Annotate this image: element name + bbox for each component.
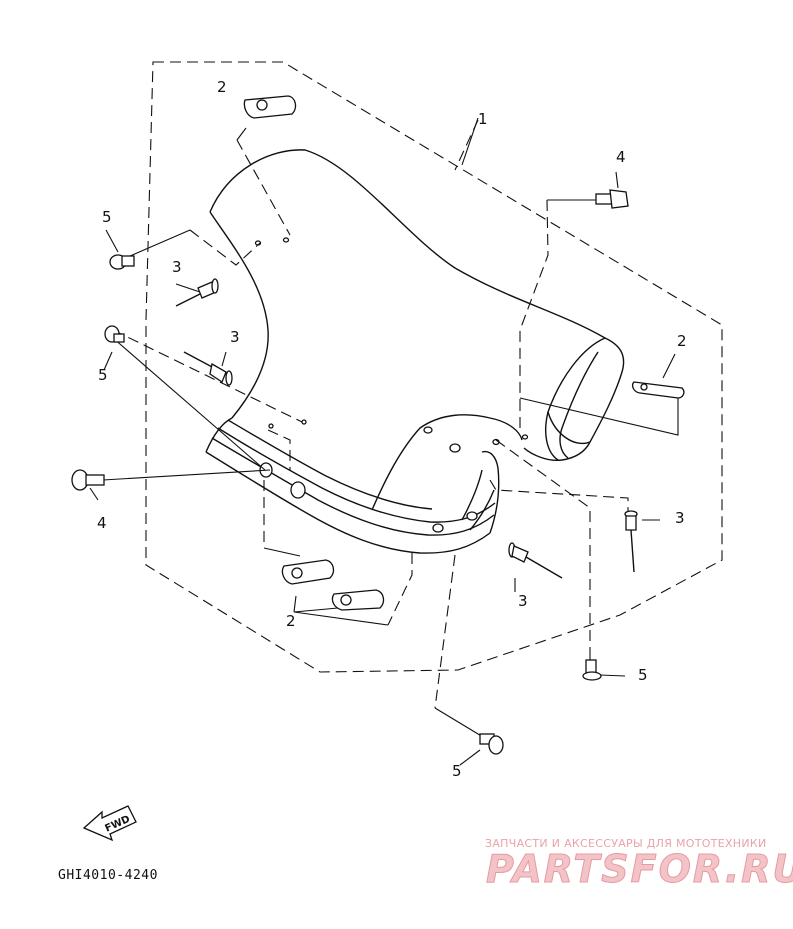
bracket-part-2-right <box>632 381 685 399</box>
callout-c2b: 2 <box>677 332 687 350</box>
watermark-brand: PARTSFOR.RU <box>486 847 793 891</box>
callout-c3a: 3 <box>172 258 182 276</box>
callout-c5a: 5 <box>102 208 112 226</box>
callout-c4b: 4 <box>97 514 107 532</box>
watermark-tagline: ЗАПЧАСТИ И АКСЕССУАРЫ ДЛЯ МОТОТЕХНИКИ <box>485 837 767 850</box>
callout-c3c: 3 <box>675 509 685 527</box>
screw-part-5-b <box>104 325 125 343</box>
callout-c3d: 3 <box>518 592 528 610</box>
callout-c5c: 5 <box>638 666 648 684</box>
callout-c5d: 5 <box>452 762 462 780</box>
rivet-part-3-a <box>175 278 219 307</box>
callout-c2c: 2 <box>286 612 296 630</box>
rivet-part-3-c <box>624 510 638 573</box>
cowling-part-1 <box>205 149 625 554</box>
screw-part-5-a <box>109 254 135 270</box>
callout-c1: 1 <box>478 110 488 128</box>
bracket-part-2-lower-right <box>331 589 385 611</box>
assembly-boundary <box>145 61 723 673</box>
bracket-part-2-top <box>243 95 297 119</box>
callout-c2a: 2 <box>217 78 227 96</box>
callout-c5b: 5 <box>98 366 108 384</box>
callout-c3b: 3 <box>230 328 240 346</box>
dashed-leaders <box>112 119 629 709</box>
fwd-arrow: FWD <box>82 805 137 842</box>
screw-part-5-d <box>479 733 504 755</box>
part-code: GHI4010-4240 <box>58 868 158 883</box>
watermark: ЗАПЧАСТИ И АКСЕССУАРЫ ДЛЯ МОТОТЕХНИКИ PA… <box>485 837 793 892</box>
callout-c4a: 4 <box>616 148 626 166</box>
screw-part-5-c <box>582 659 602 681</box>
rivet-part-3-b <box>183 351 233 386</box>
rivet-part-3-d <box>508 542 563 579</box>
bracket-part-2-lower-left <box>281 559 335 585</box>
screw-part-4-top <box>595 189 629 209</box>
callout-labels: 1 2 2 2 3 3 3 3 4 4 5 5 5 5 <box>97 78 687 780</box>
hardware-parts <box>71 95 685 755</box>
screw-part-4-left <box>71 469 105 491</box>
